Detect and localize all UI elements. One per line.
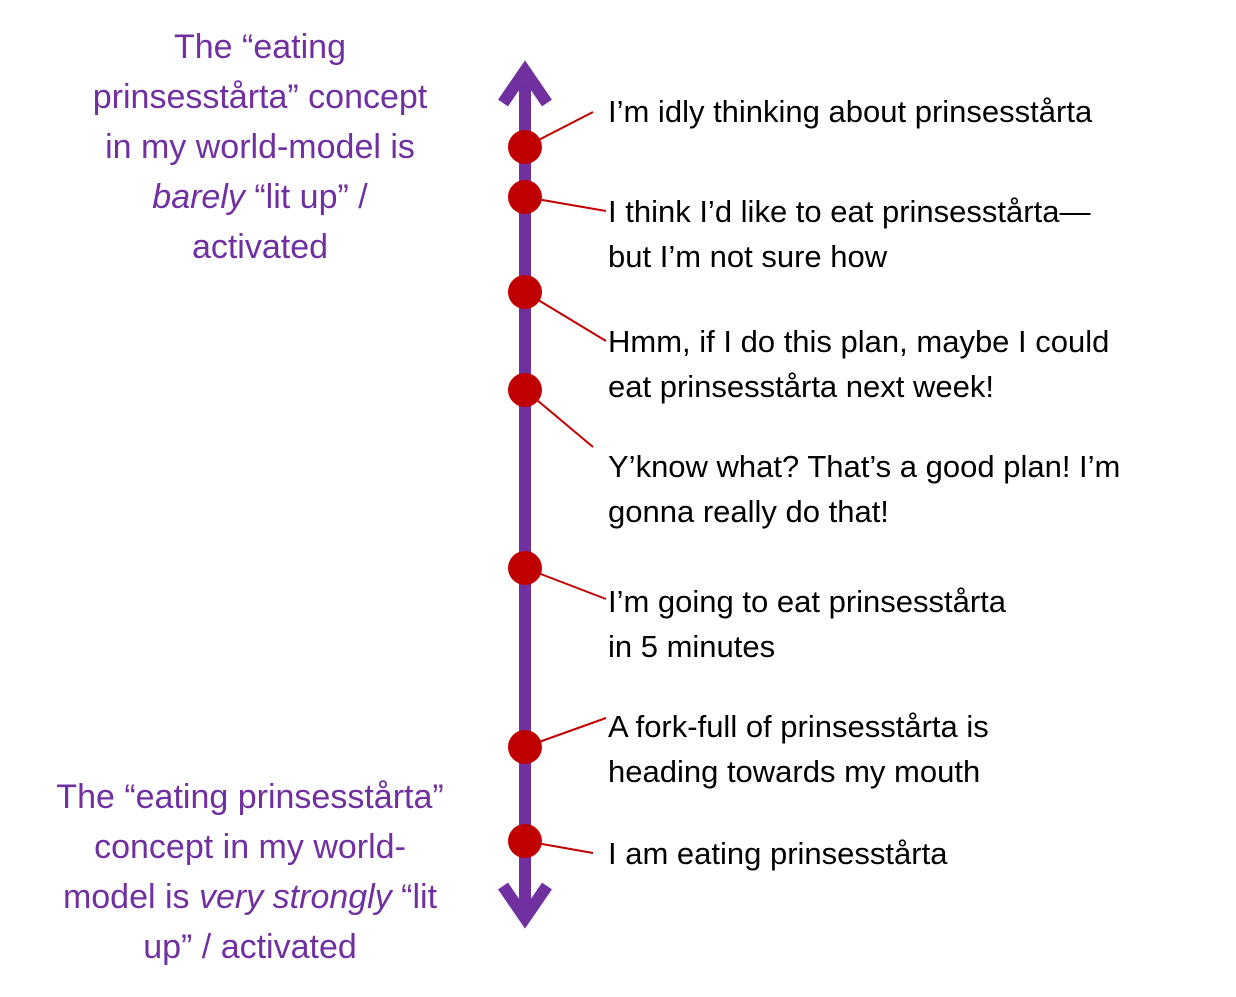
step-line: in 5 minutes bbox=[608, 629, 776, 664]
step-fork-full: A fork-full of prinsesstårta is heading … bbox=[608, 704, 1228, 794]
emphasis-text: very strongly bbox=[199, 878, 392, 916]
bottom-activation-label: The “eating prinsesstårta” concept in my… bbox=[10, 772, 490, 972]
activation-dot bbox=[508, 373, 542, 407]
step-line: Hmm, if I do this plan, maybe I could bbox=[608, 324, 1110, 359]
top-activation-label: The “eating prinsesstårta” concept in my… bbox=[40, 22, 480, 272]
label-text: “lit bbox=[391, 878, 438, 916]
step-line: gonna really do that! bbox=[608, 494, 889, 529]
activation-dot bbox=[508, 730, 542, 764]
step-line: heading towards my mouth bbox=[608, 754, 981, 789]
label-line: activated bbox=[191, 228, 329, 266]
activation-dot bbox=[508, 130, 542, 164]
activation-dot bbox=[508, 275, 542, 309]
step-decision: Y’know what? That’s a good plan! I’m gon… bbox=[608, 444, 1228, 534]
step-line: I am eating prinsesstårta bbox=[608, 836, 948, 871]
label-text: “lit up” / bbox=[244, 178, 368, 216]
step-line: I’m going to eat prinsesstårta bbox=[608, 584, 1007, 619]
emphasis-text: barely bbox=[152, 178, 245, 216]
activation-dot bbox=[508, 824, 542, 858]
activation-dot bbox=[508, 551, 542, 585]
label-line: in my world-model is bbox=[105, 128, 415, 166]
label-line: The “eating bbox=[174, 28, 346, 66]
step-line: eat prinsesstårta next week! bbox=[608, 369, 994, 404]
label-line: model is very strongly “lit bbox=[10, 872, 490, 922]
arrow-down-icon bbox=[498, 882, 552, 929]
label-line: The “eating prinsesstårta” bbox=[56, 778, 444, 816]
step-plan-idea: Hmm, if I do this plan, maybe I could ea… bbox=[608, 319, 1228, 409]
label-line: prinsesstårta” concept bbox=[92, 78, 428, 116]
label-line: barely “lit up” / bbox=[40, 172, 480, 222]
step-line: I think I’d like to eat prinsesstårta— bbox=[608, 194, 1091, 229]
step-idly-thinking: I’m idly thinking about prinsesstårta bbox=[608, 89, 1228, 134]
label-line: concept in my world- bbox=[94, 828, 406, 866]
step-would-like: I think I’d like to eat prinsesstårta— b… bbox=[608, 189, 1228, 279]
label-line: up” / activated bbox=[143, 928, 357, 966]
label-text: model is bbox=[62, 878, 199, 916]
step-line: but I’m not sure how bbox=[608, 239, 888, 274]
step-line: I’m idly thinking about prinsesstårta bbox=[608, 94, 1093, 129]
step-line: Y’know what? That’s a good plan! I’m bbox=[608, 449, 1121, 484]
step-eating: I am eating prinsesstårta bbox=[608, 831, 1228, 876]
activation-dot bbox=[508, 180, 542, 214]
arrow-up-icon bbox=[498, 60, 552, 107]
step-line: A fork-full of prinsesstårta is bbox=[608, 709, 989, 744]
step-five-minutes: I’m going to eat prinsesstårta in 5 minu… bbox=[608, 579, 1228, 669]
